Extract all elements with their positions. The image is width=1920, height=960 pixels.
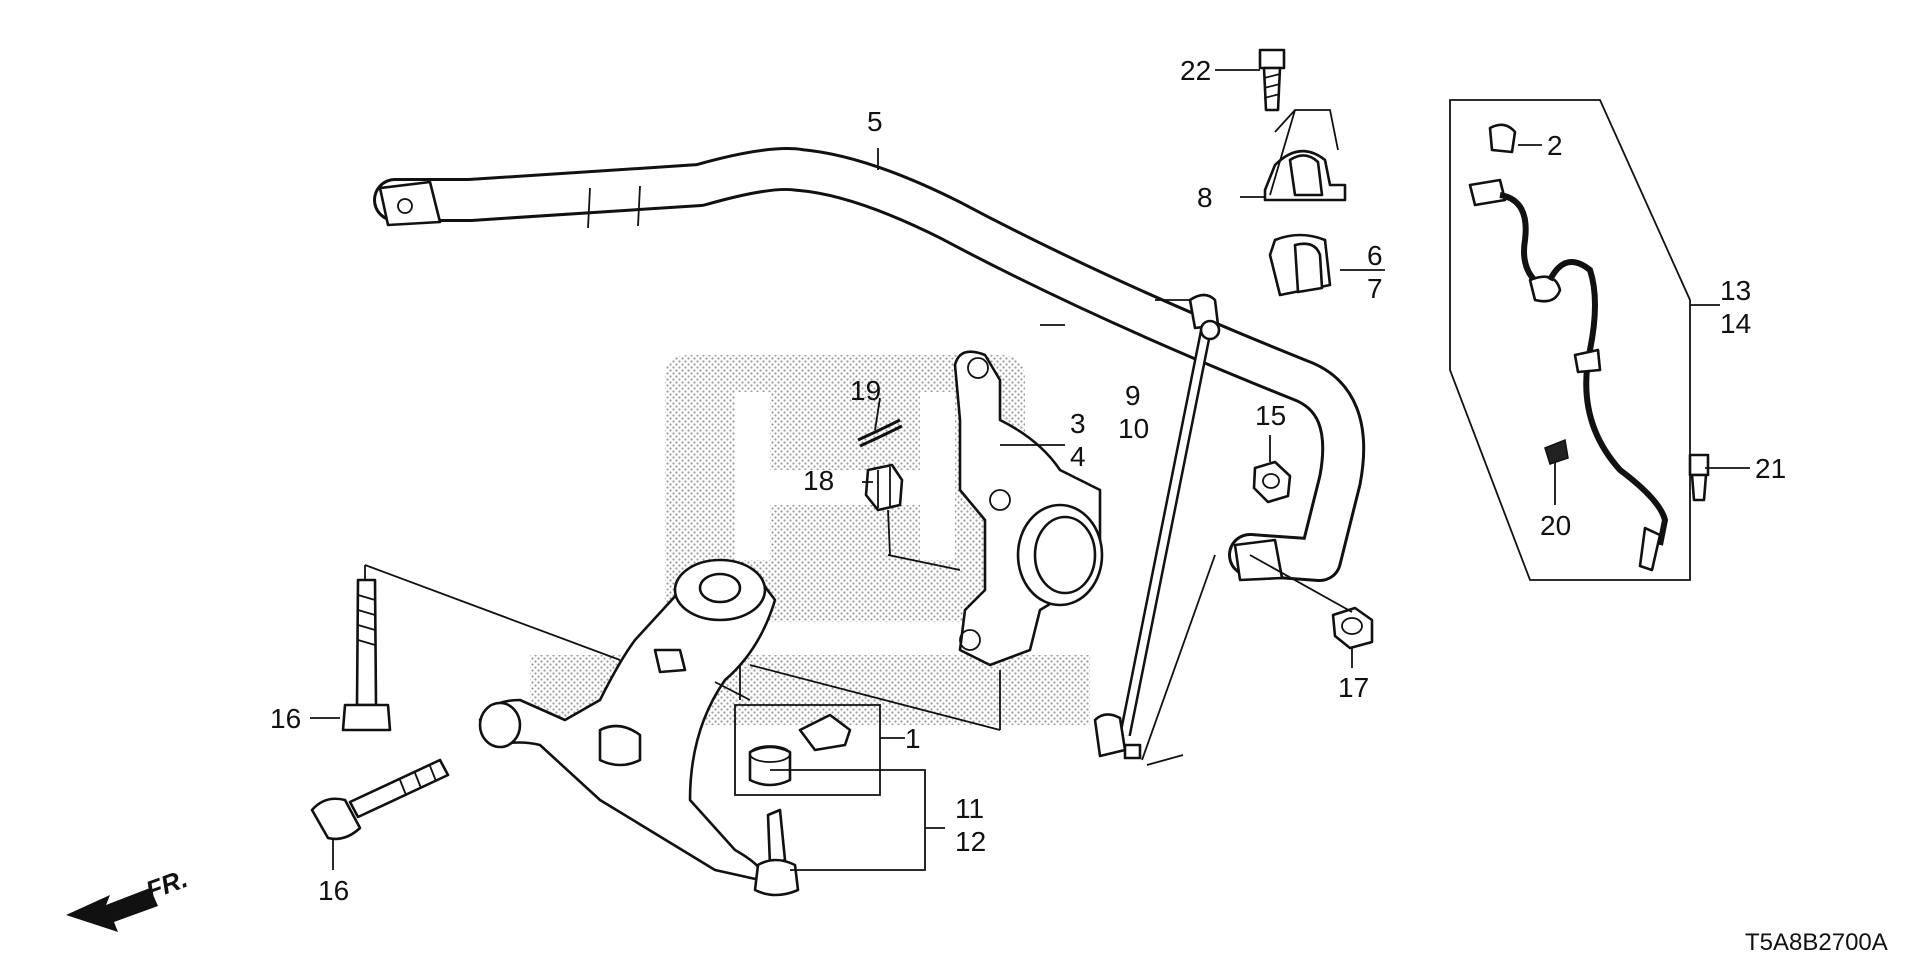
label-part-14: 14 bbox=[1720, 308, 1751, 339]
label-part-7: 7 bbox=[1367, 273, 1383, 304]
cotter-pin bbox=[857, 418, 903, 448]
label-part-3: 3 bbox=[1070, 408, 1086, 439]
front-direction-arrow: FR. bbox=[66, 863, 191, 932]
wheel-sensor-harness bbox=[1468, 123, 1710, 572]
label-part-12: 12 bbox=[955, 826, 986, 857]
castle-nut bbox=[864, 463, 904, 512]
bolt-16-angled bbox=[310, 758, 450, 841]
part-labels: 22 8 6 7 5 2 13 14 21 20 9 10 15 3 4 19 … bbox=[270, 55, 1786, 906]
label-part-20: 20 bbox=[1540, 510, 1571, 541]
stabilizer-holder bbox=[1263, 149, 1347, 202]
lower-arm bbox=[478, 558, 777, 882]
leader-lines bbox=[310, 69, 1750, 871]
direction-label: FR. bbox=[142, 863, 192, 906]
label-part-11: 11 bbox=[955, 793, 984, 824]
flange-nut-15 bbox=[1252, 460, 1292, 504]
label-part-8: 8 bbox=[1197, 182, 1213, 213]
label-part-9: 9 bbox=[1125, 380, 1141, 411]
ball-joint bbox=[753, 808, 800, 897]
lower-arm-bushing bbox=[748, 713, 852, 787]
label-part-6: 6 bbox=[1367, 240, 1383, 271]
label-part-1: 1 bbox=[905, 723, 921, 754]
label-part-2: 2 bbox=[1547, 130, 1563, 161]
label-part-18: 18 bbox=[803, 465, 834, 496]
label-part-5: 5 bbox=[867, 106, 883, 137]
label-part-17: 17 bbox=[1338, 672, 1369, 703]
label-part-4: 4 bbox=[1070, 441, 1086, 472]
stabilizer-link bbox=[1093, 293, 1221, 760]
diagram-code: T5A8B2700A bbox=[1745, 929, 1888, 956]
label-part-16-lower: 16 bbox=[318, 875, 349, 906]
flange-nut-17 bbox=[1331, 606, 1374, 650]
fr-marker: FR. bbox=[142, 863, 192, 906]
label-part-13: 13 bbox=[1720, 275, 1751, 306]
label-part-21: 21 bbox=[1755, 453, 1786, 484]
bolt-16-vertical bbox=[341, 578, 392, 732]
label-part-10: 10 bbox=[1118, 413, 1149, 444]
label-part-15: 15 bbox=[1255, 400, 1286, 431]
label-part-16-upper: 16 bbox=[270, 703, 301, 734]
stabilizer-bushing bbox=[1268, 233, 1332, 297]
bracket-bolt bbox=[1258, 48, 1286, 112]
label-part-19: 19 bbox=[850, 375, 881, 406]
label-part-22: 22 bbox=[1180, 55, 1211, 86]
steering-knuckle bbox=[953, 350, 1104, 667]
